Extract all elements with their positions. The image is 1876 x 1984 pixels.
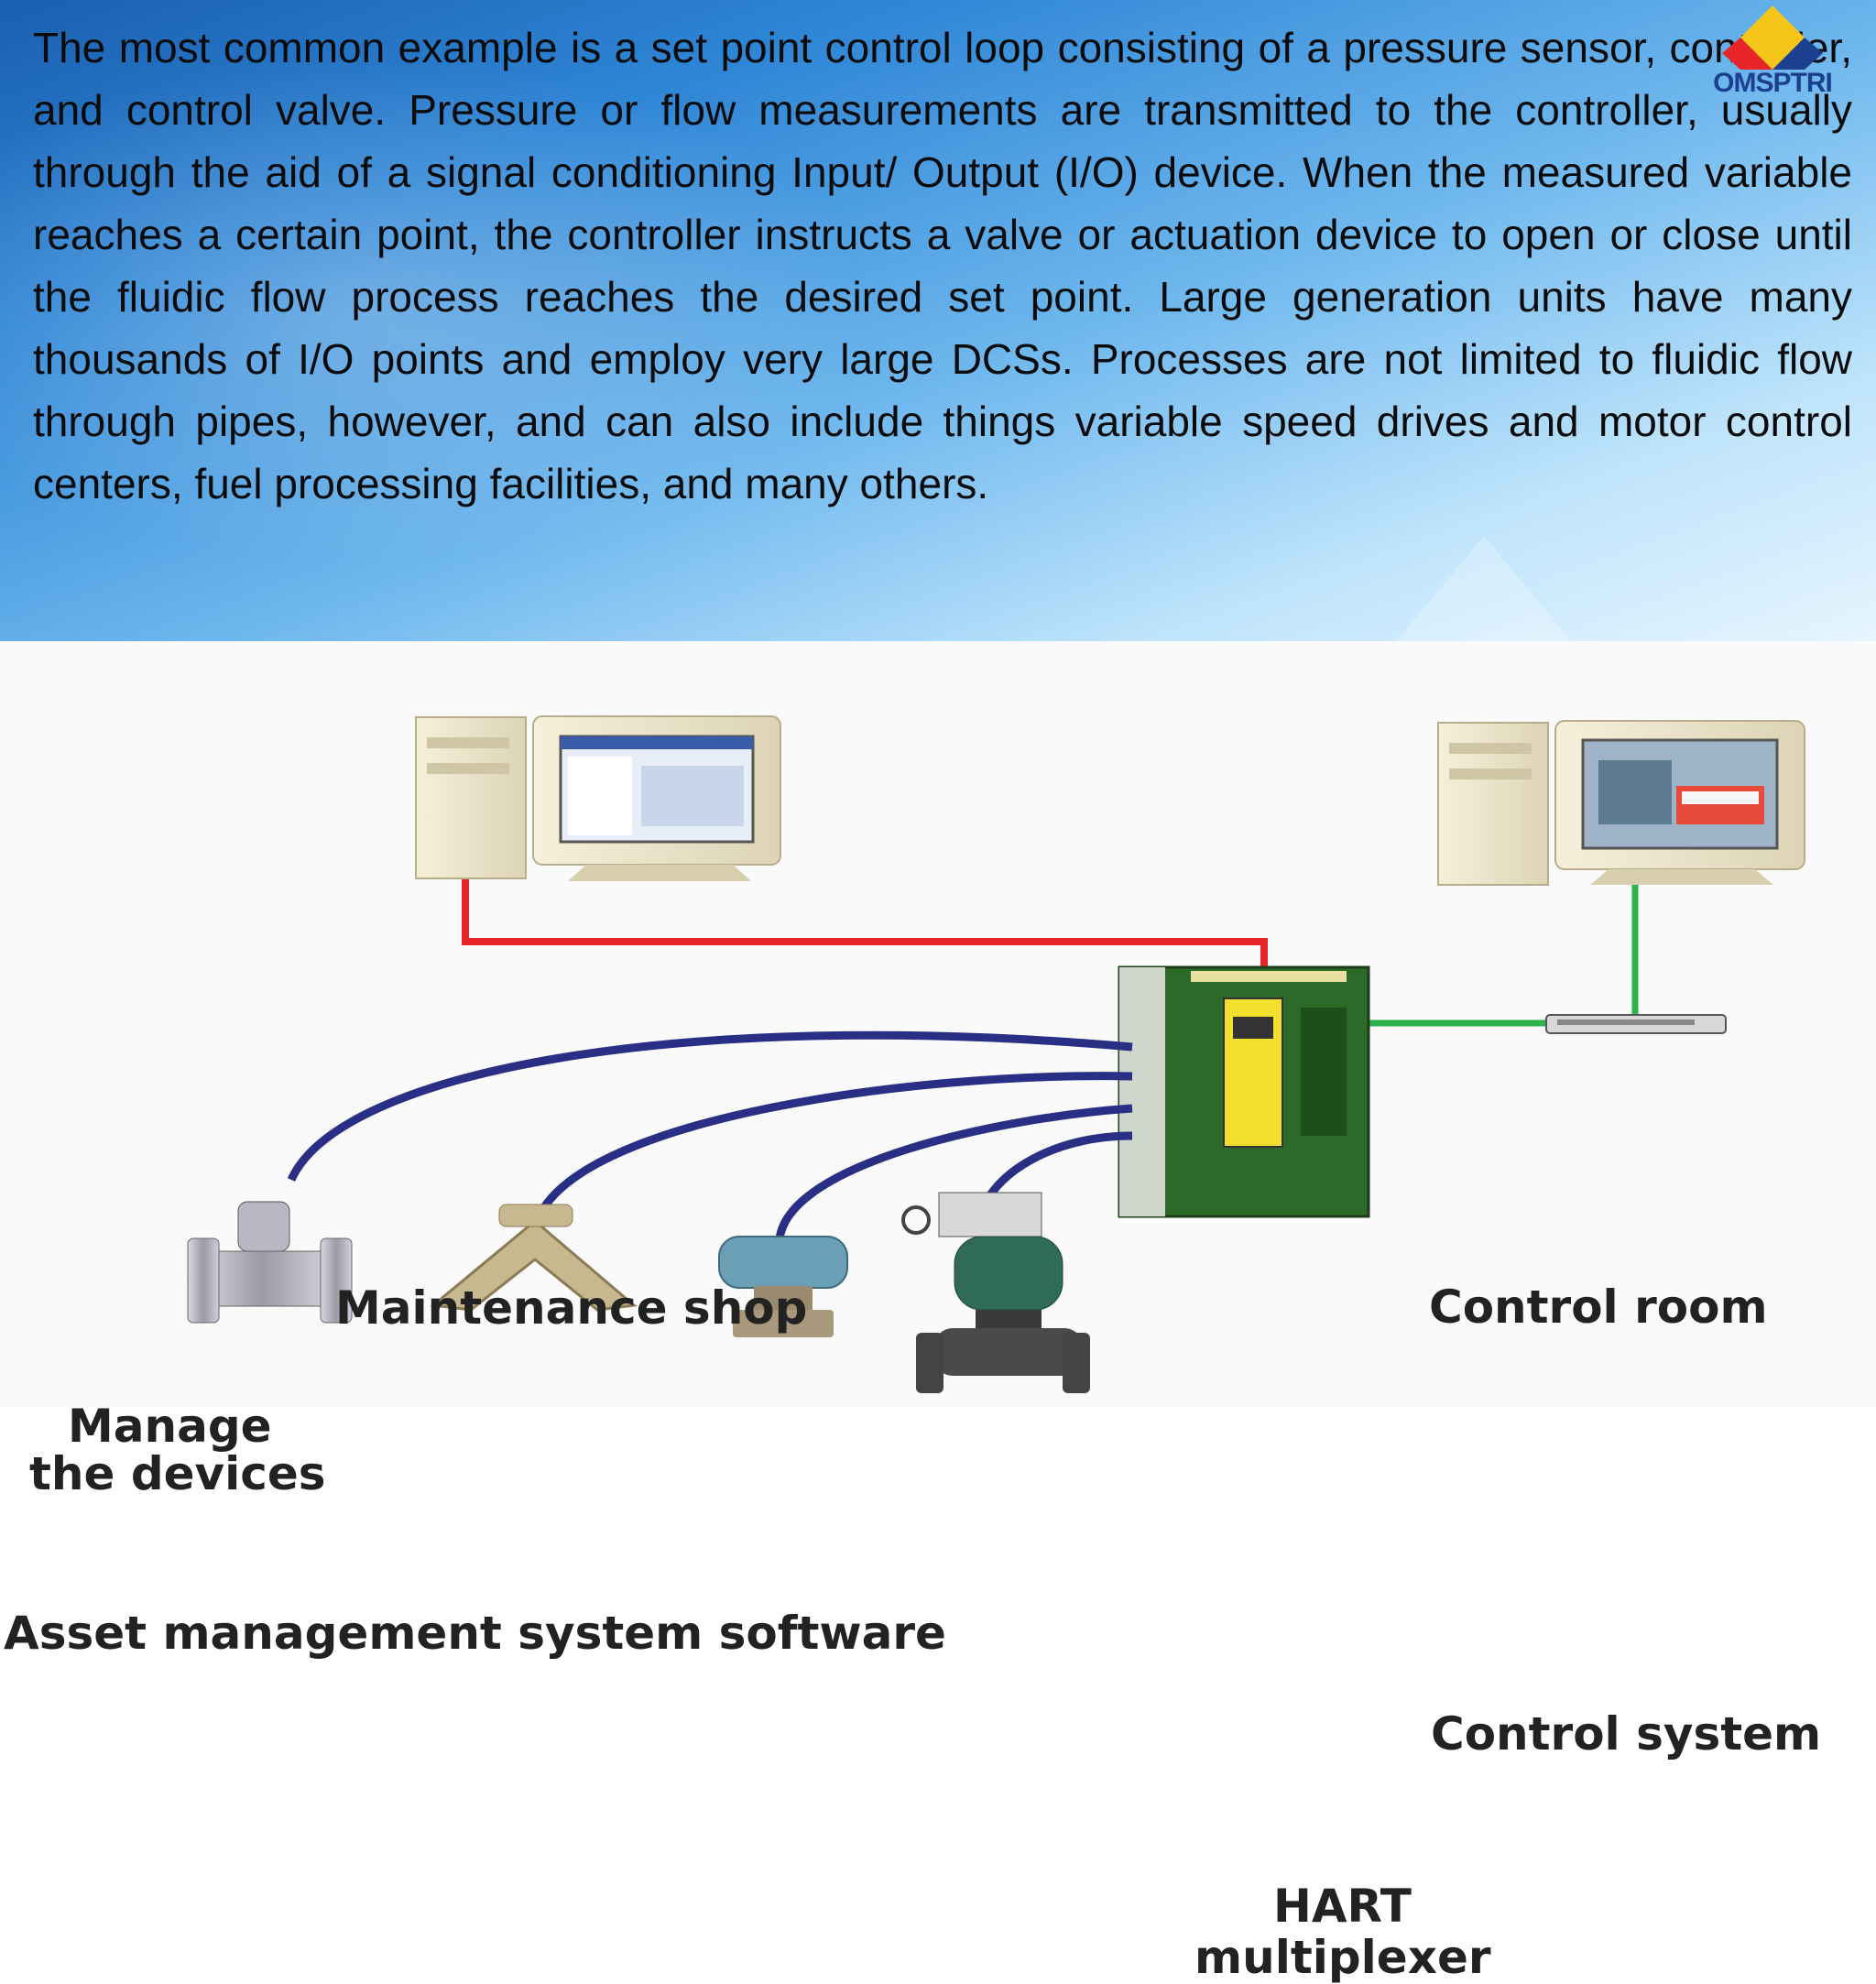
- maintenance-shop-label: Maintenance shop: [335, 1285, 807, 1331]
- control-room-workstation-icon: [1438, 721, 1805, 885]
- maintenance-workstation-icon: [416, 716, 780, 881]
- control-system-label: Control system: [1431, 1711, 1821, 1757]
- cable-1: [291, 1035, 1132, 1180]
- asset-software-label: Asset management system software: [4, 1610, 946, 1656]
- omsptri-logo: OMSPTRI: [1704, 5, 1841, 115]
- manage-devices-line1: Manage: [68, 1403, 272, 1449]
- control-link-line: [1356, 885, 1635, 1023]
- hart-multiplexer-board-icon: [1119, 967, 1369, 1216]
- control-room-label: Control room: [1429, 1284, 1768, 1330]
- network-switch-icon: [1546, 1015, 1726, 1033]
- text-header-band: The most common example is a set point c…: [0, 0, 1876, 641]
- pressure-transmitter-icon: [188, 1202, 352, 1323]
- manage-devices-line2: the devices: [29, 1451, 326, 1497]
- logo-text: OMSPTRI: [1704, 68, 1841, 99]
- logo-diamond-icon: [1704, 5, 1841, 115]
- hart-label-line1: HART: [1273, 1883, 1412, 1929]
- network-link-line: [465, 878, 1264, 967]
- hart-network-diagram: Maintenance shop Control room Manage the…: [0, 641, 1876, 1407]
- hart-label-line2: multiplexer: [1194, 1935, 1491, 1980]
- description-paragraph: The most common example is a set point c…: [33, 16, 1852, 515]
- watermark-arrow: [1347, 536, 1621, 641]
- control-valve-icon: [903, 1193, 1090, 1393]
- cable-2: [540, 1076, 1132, 1215]
